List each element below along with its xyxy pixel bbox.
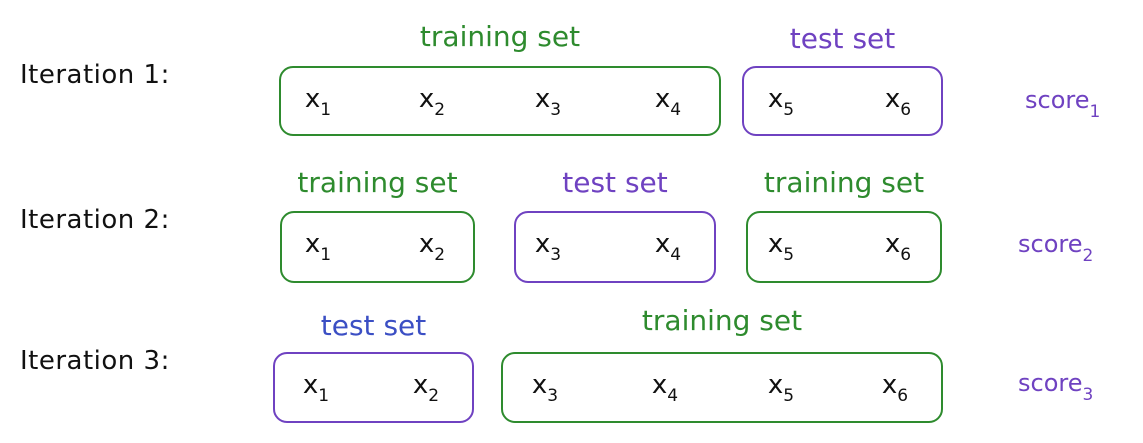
training-set-label: training set (297, 166, 458, 199)
test-set-label: test set (562, 166, 668, 199)
test-set-box (273, 352, 474, 423)
sample-x2: x2 (418, 84, 446, 121)
training-set-box (501, 352, 943, 423)
score-3: score3 (1018, 369, 1094, 405)
sample-x3: x3 (534, 84, 562, 121)
test-set-box (514, 211, 716, 283)
sample-x6: x6 (881, 370, 909, 407)
sample-x1: x1 (304, 229, 332, 266)
sample-x6: x6 (884, 84, 912, 121)
training-set-label: training set (763, 166, 925, 199)
score-1: score1 (1025, 86, 1101, 122)
test-set-box (742, 66, 943, 136)
sample-x2: x2 (418, 229, 446, 266)
iteration-3-label: Iteration 3: (20, 346, 170, 376)
training-set-label: training set (641, 304, 803, 337)
test-set-label: test set (320, 309, 427, 342)
sample-x3: x3 (531, 370, 559, 407)
test-set-label: test set (789, 22, 896, 55)
training-set-box (279, 66, 721, 136)
sample-x4: x4 (651, 370, 679, 407)
iteration-1-label: Iteration 1: (20, 60, 170, 90)
sample-x4: x4 (654, 229, 682, 266)
sample-x6: x6 (884, 229, 912, 266)
sample-x1: x1 (304, 84, 332, 121)
training-set-label: training set (419, 20, 581, 53)
sample-x1: x1 (302, 370, 330, 407)
sample-x4: x4 (654, 84, 682, 121)
sample-x2: x2 (412, 370, 440, 407)
training-set-box (280, 211, 475, 283)
training-set-box (746, 211, 942, 283)
sample-x5: x5 (767, 229, 795, 266)
sample-x5: x5 (767, 84, 795, 121)
sample-x5: x5 (767, 370, 795, 407)
score-2: score2 (1018, 230, 1094, 266)
iteration-2-label: Iteration 2: (20, 205, 170, 235)
sample-x3: x3 (534, 229, 562, 266)
